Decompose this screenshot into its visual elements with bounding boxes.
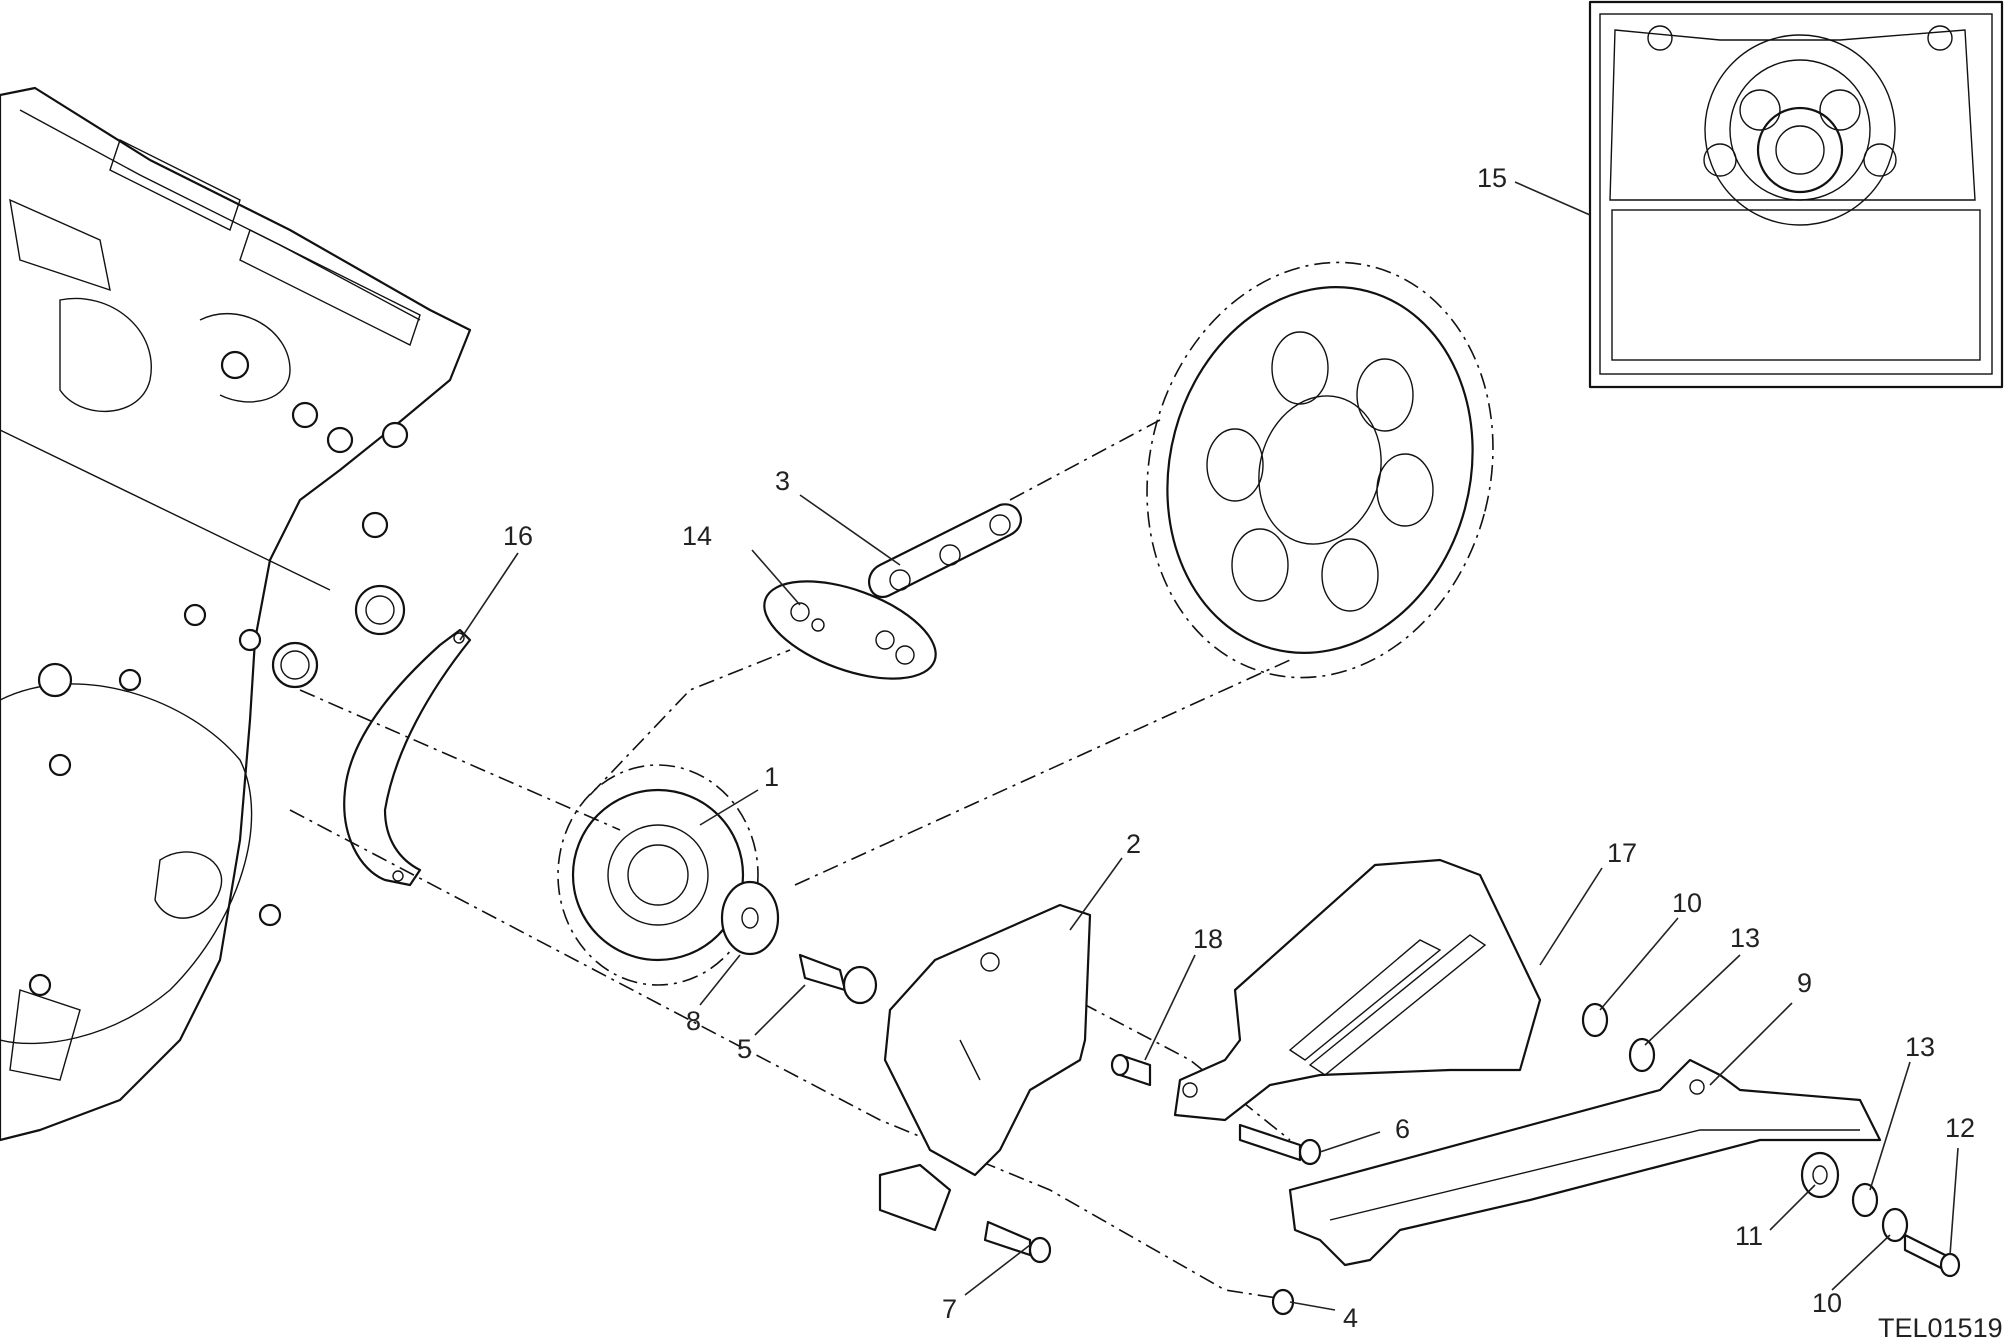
front-sprocket-1 bbox=[557, 764, 759, 986]
callout-8: 8 bbox=[686, 1006, 701, 1036]
callout-16: 16 bbox=[503, 521, 533, 551]
callout-13-lower: 13 bbox=[1905, 1032, 1935, 1062]
chain-path bbox=[289, 419, 1291, 1301]
callout-11: 11 bbox=[1735, 1221, 1763, 1251]
callout-leaders bbox=[459, 181, 1959, 1311]
engine-block bbox=[0, 86, 472, 1142]
callout-9: 9 bbox=[1797, 968, 1812, 998]
bolt-5 bbox=[798, 953, 878, 1005]
bushing-11 bbox=[1800, 1151, 1840, 1199]
callout-labels: 1 2 3 4 5 6 7 8 9 10 10 11 12 13 13 14 1… bbox=[503, 163, 1975, 1333]
callout-2: 2 bbox=[1126, 829, 1141, 859]
chain-guard-17 bbox=[1173, 858, 1542, 1122]
callout-12: 12 bbox=[1945, 1113, 1975, 1143]
washer-8 bbox=[720, 880, 780, 956]
callout-4: 4 bbox=[1343, 1303, 1358, 1333]
reference-code: TEL01519 bbox=[1878, 1313, 2003, 1343]
bolt-7 bbox=[983, 1220, 1052, 1264]
spacer-18 bbox=[1110, 1053, 1152, 1087]
callout-3: 3 bbox=[775, 466, 790, 496]
sprocket-cover-2 bbox=[878, 903, 1092, 1232]
washer-13-upper bbox=[1628, 1037, 1656, 1073]
callout-1: 1 bbox=[764, 762, 779, 792]
callout-17: 17 bbox=[1607, 838, 1637, 868]
callout-7: 7 bbox=[942, 1294, 957, 1324]
chain-kit-14 bbox=[763, 580, 937, 680]
callout-13-upper: 13 bbox=[1730, 923, 1760, 953]
callout-10-upper: 10 bbox=[1672, 888, 1702, 918]
inset-detail-view bbox=[1588, 0, 2004, 389]
washer-10-lower bbox=[1881, 1207, 1909, 1243]
chain-link-3 bbox=[868, 503, 1022, 599]
gasket-16 bbox=[343, 628, 472, 887]
callout-6: 6 bbox=[1395, 1114, 1410, 1144]
callout-14: 14 bbox=[682, 521, 712, 551]
chain-slider-9 bbox=[1288, 1058, 1882, 1267]
washer-10-upper bbox=[1581, 1002, 1609, 1038]
callout-5: 5 bbox=[737, 1034, 752, 1064]
bolt-12 bbox=[1903, 1233, 1961, 1278]
bolt-6 bbox=[1238, 1123, 1322, 1166]
rear-sprocket bbox=[1146, 261, 1494, 679]
output-shaft-pinion bbox=[271, 641, 319, 689]
callout-10-lower: 10 bbox=[1812, 1288, 1842, 1318]
callout-18: 18 bbox=[1193, 924, 1223, 954]
callout-15: 15 bbox=[1477, 163, 1507, 193]
washer-13-lower bbox=[1851, 1182, 1879, 1218]
